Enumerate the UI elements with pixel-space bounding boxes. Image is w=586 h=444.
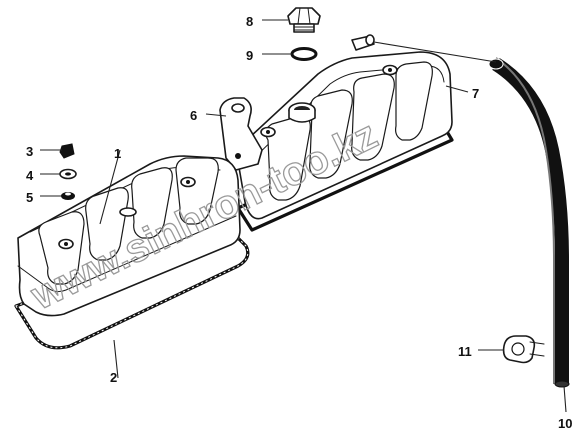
hose-clip: [502, 335, 545, 364]
washer-4: [59, 168, 77, 180]
callout-3: 3: [26, 144, 33, 159]
cap-nut: [59, 143, 75, 159]
leader-lines: [40, 19, 567, 413]
callout-7: 7: [472, 86, 479, 101]
callout-11: 11: [458, 344, 472, 359]
callout-6: 6: [190, 108, 197, 123]
o-ring: [290, 47, 318, 61]
callout-9: 9: [246, 48, 253, 63]
callout-10: 10: [558, 416, 572, 431]
filler-cap: [287, 7, 321, 33]
valve-cover-rear: [235, 34, 454, 232]
callout-2: 2: [110, 370, 117, 385]
lifting-bracket: [219, 97, 263, 171]
callout-1: 1: [114, 146, 121, 161]
callout-5: 5: [26, 190, 33, 205]
valve-cover-front: [14, 155, 250, 350]
seal-5: [61, 192, 75, 200]
callout-4: 4: [26, 168, 34, 183]
callout-8: 8: [246, 14, 253, 29]
